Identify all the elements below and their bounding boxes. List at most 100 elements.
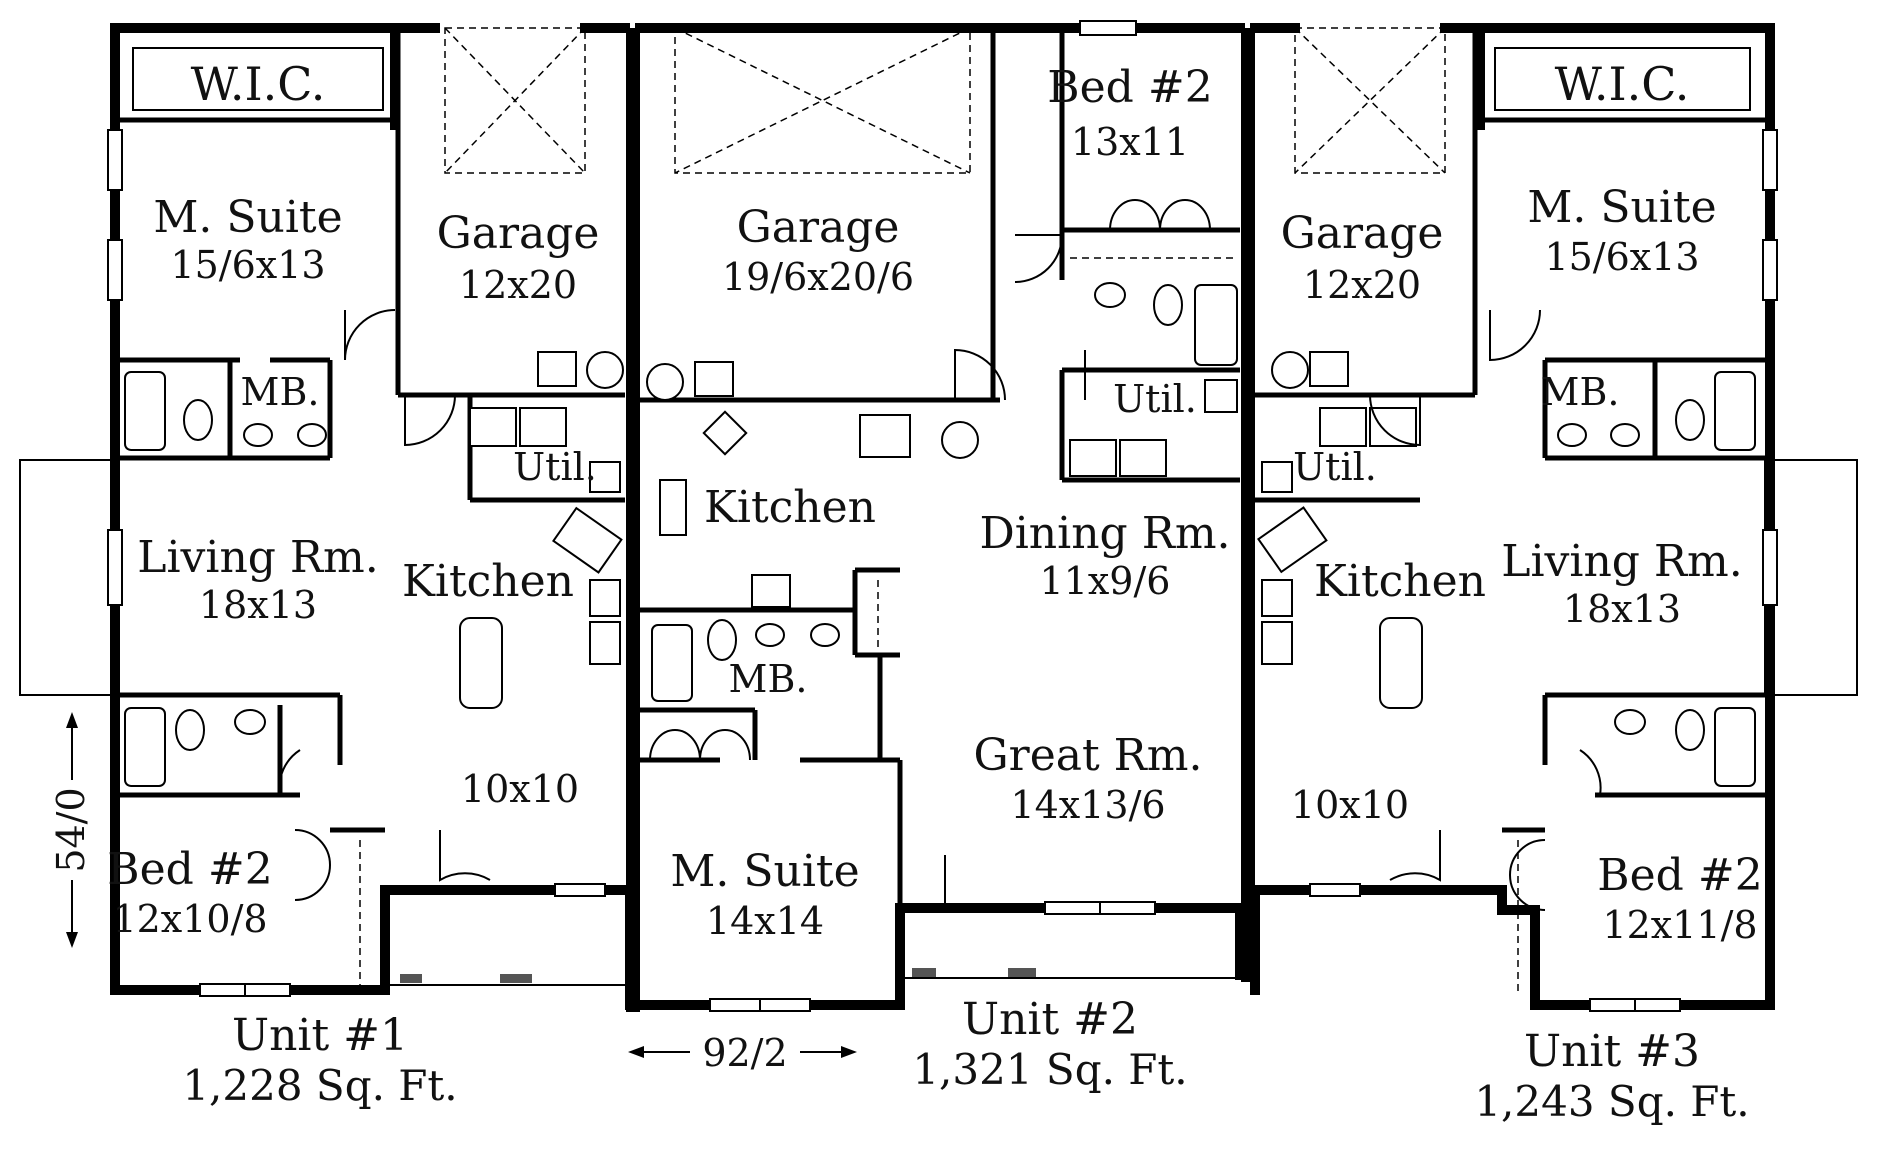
sink — [1094, 282, 1126, 308]
garage-cabinet — [1309, 351, 1349, 387]
unit1-area: 1,228 Sq. Ft. — [182, 1061, 457, 1110]
sink — [1557, 423, 1587, 447]
sink — [1614, 709, 1646, 735]
sink — [810, 623, 840, 647]
windows — [107, 20, 1778, 1012]
toilet — [1675, 709, 1705, 751]
room-label-u2-great: Great Rm. — [974, 730, 1203, 781]
washer — [1319, 407, 1367, 447]
sink — [234, 709, 266, 735]
width-dimension: 92/2 — [702, 1031, 787, 1075]
room-label-u2-dining: Dining Rm. — [979, 508, 1230, 559]
porch-post — [500, 974, 532, 983]
exterior-walls — [110, 23, 1775, 1010]
sink — [1610, 423, 1640, 447]
bathtub — [1714, 707, 1756, 787]
fixtures — [124, 282, 1756, 787]
toilet — [707, 619, 737, 661]
window — [1079, 20, 1137, 36]
window — [107, 529, 123, 606]
interior-walls — [115, 28, 1770, 908]
bathtub — [124, 371, 166, 451]
closets — [132, 47, 1751, 995]
room-label-u1-mb: MB. — [241, 370, 320, 414]
window — [1762, 129, 1778, 191]
room-dim-u2-great: 14x13/6 — [1010, 783, 1165, 827]
washer — [1069, 439, 1117, 477]
dryer — [1369, 407, 1417, 447]
room-label-u1-kitchen: Kitchen — [402, 556, 574, 607]
room-label-u2-mb: MB. — [729, 657, 808, 701]
window — [1634, 998, 1681, 1012]
room-label-u1-util: Util. — [513, 445, 597, 489]
unit2-area: 1,321 Sq. Ft. — [912, 1045, 1187, 1094]
party-walls — [626, 28, 1255, 1012]
room-dim-u2-msuite: 14x14 — [706, 899, 824, 943]
room-label-u1-garage: Garage — [437, 208, 600, 259]
room-label-u1-living: Living Rm. — [137, 532, 379, 583]
unit3-area: 1,243 Sq. Ft. — [1474, 1077, 1749, 1126]
window — [1099, 901, 1156, 915]
room-label-u3-mb: MB. — [1541, 370, 1620, 414]
room-dim-u3-dining: 10x10 — [1291, 783, 1409, 827]
toilet — [175, 709, 205, 751]
porch-post — [400, 974, 422, 983]
window — [107, 129, 123, 191]
overall-dimensions: 54/0 92/2 — [49, 787, 788, 1075]
kitchen-sink — [552, 506, 623, 574]
room-label-u3-living: Living Rm. — [1501, 536, 1743, 587]
closet-shelf — [1494, 47, 1751, 111]
water-tank — [586, 351, 624, 389]
dishwasher — [589, 579, 621, 617]
room-label-u2-bed2: Bed #2 — [1047, 62, 1212, 113]
room-dim-u2-bed2: 13x11 — [1071, 120, 1189, 164]
porch-post — [912, 968, 936, 977]
room-label-u3-util: Util. — [1293, 445, 1377, 489]
window — [1309, 883, 1361, 897]
room-dim-u2-garage: 19/6x20/6 — [722, 255, 914, 299]
room-label-u2-kitchen: Kitchen — [704, 482, 876, 533]
room-label-u3-wic: W.I.C. — [1555, 57, 1690, 111]
room-label-u2-util: Util. — [1113, 377, 1197, 421]
water-tank — [646, 363, 684, 401]
room-dim-u1-msuite: 15/6x13 — [170, 243, 325, 287]
window — [759, 998, 811, 1012]
window — [1762, 239, 1778, 301]
bathtub — [651, 624, 693, 702]
range — [751, 574, 791, 608]
room-dim-u2-dining: 11x9/6 — [1040, 559, 1171, 603]
window — [1044, 901, 1101, 915]
window — [1589, 998, 1636, 1012]
closet-shelf — [132, 47, 384, 111]
window — [199, 983, 246, 997]
window — [709, 998, 761, 1012]
room-label-u3-bed2: Bed #2 — [1597, 850, 1762, 901]
toilet — [1153, 284, 1183, 326]
kitchen-sink — [1257, 506, 1328, 574]
kitchen-sink — [659, 479, 687, 536]
window — [107, 239, 123, 301]
water-tank — [941, 421, 979, 459]
room-dim-u3-bed2: 12x11/8 — [1602, 903, 1757, 947]
water-heater — [589, 461, 621, 493]
washer — [469, 407, 517, 447]
garage-doors — [444, 27, 1446, 174]
unit-titles: Unit #1 1,228 Sq. Ft. Unit #2 1,321 Sq. … — [182, 994, 1749, 1126]
dishwasher — [1261, 579, 1293, 617]
range — [589, 621, 621, 665]
sink — [243, 423, 273, 447]
depth-dimension: 54/0 — [49, 787, 93, 872]
water-heater — [1204, 379, 1238, 413]
garage-cabinet — [694, 361, 734, 397]
toilet — [1675, 399, 1705, 441]
room-dim-u3-living: 18x13 — [1563, 587, 1681, 631]
room-labels: W.I.C. M. Suite 15/6x13 Garage 12x20 MB.… — [107, 57, 1762, 947]
water-heater — [702, 410, 748, 456]
room-label-u1-bed2: Bed #2 — [107, 844, 272, 895]
room-label-u2-msuite: M. Suite — [670, 846, 859, 897]
room-dim-u1-dining: 10x10 — [461, 767, 579, 811]
unit1-side-porch — [19, 459, 117, 696]
unit1-title: Unit #1 — [232, 1010, 408, 1061]
room-label-u1-wic: W.I.C. — [191, 57, 326, 111]
